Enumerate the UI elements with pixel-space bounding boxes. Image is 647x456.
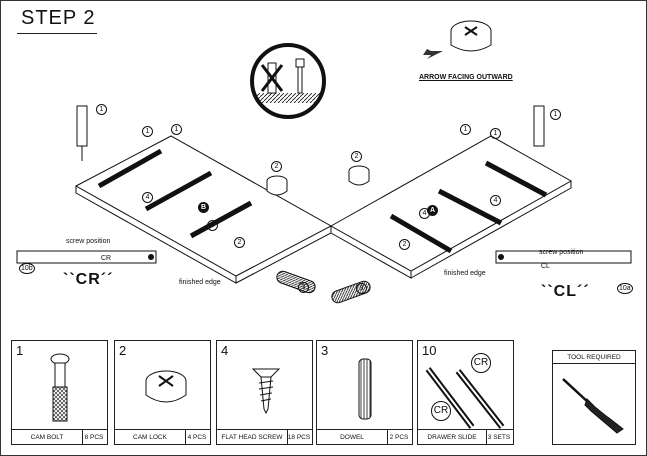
finished-edge-left: finished edge [179,279,221,286]
part-name: CAM BOLT [12,430,83,444]
part-dowel: 3 DOWEL 2 PCS [316,340,413,445]
part-qty: 1 [16,343,24,358]
callout-left-4a: 4 [142,192,153,203]
slide-code-right: CL [541,263,550,270]
dowel-icon [358,358,372,420]
flat-head-screw-icon [251,368,281,415]
part-drawer-slide: 10 CR CR DRAWER SLIDE 3 SETS [417,340,514,445]
callout-right-1c: 1 [490,128,501,139]
part-name: CAM LOCK [115,430,186,444]
part-count: 2 PCS [389,433,409,441]
callout-left-1a: 1 [96,104,107,115]
part-cam-lock: 2 CAM LOCK 4 PCS [114,340,211,445]
part-count: 18 PCS [287,433,311,441]
tool-header: TOOL REQUIRED [553,351,635,364]
callout-right-3: 3 [356,283,367,294]
no-hammer-warning-icon [250,43,326,119]
step-title: STEP 2 [21,7,96,29]
finished-edge-right: finished edge [444,270,486,277]
slide-code-left: CR [101,255,112,262]
part-name: FLAT HEAD SCREW [217,430,288,444]
cam-lock-icon [145,370,187,403]
callout-left-2b: 2 [234,237,245,248]
part-count: 8 PCS [84,433,104,441]
callout-left-3: 3 [298,282,309,293]
callout-left-1b: 1 [142,126,153,137]
callout-right-4a: 4 [490,195,501,206]
part-flat-head-screw: 4 FLAT HEAD SCREW 18 PCS [216,340,313,445]
panel-letter-b: B [198,202,209,213]
part-count: 3 SETS [487,433,511,441]
part-qty: 10 [422,343,437,358]
cam-lock-orientation-icon [423,20,492,59]
left-panel-diagram [16,105,333,294]
drawer-slide-tag-2: CR [431,401,451,421]
part-qty: 4 [221,343,229,358]
callout-right-1b: 1 [460,124,471,135]
callout-right-2a: 2 [351,151,362,162]
slide-tag-left: 10b [19,263,35,274]
slide-tag-right: 10a [617,283,633,294]
callout-left-1c: 1 [171,124,182,135]
callout-right-1a: 1 [550,109,561,120]
cam-bolt-icon [50,353,70,422]
part-qty: 2 [119,343,127,358]
side-label-cr: ``CR´´ [63,271,114,288]
drawer-slide-tag-1: CR [471,353,491,373]
part-qty: 3 [321,343,329,358]
callout-left-4b: 4 [207,220,218,231]
arrow-note: ARROW FACING OUTWARD [419,74,513,81]
side-label-cl: ``CL´´ [541,283,590,300]
right-panel-diagram [329,105,632,304]
callout-left-2a: 2 [271,161,282,172]
step-title-underline [17,33,97,34]
screw-position-right: screw position [539,249,584,256]
drawer-slide-icon [425,367,505,429]
screw-position-left: screw position [66,238,111,245]
part-name: DRAWER SLIDE [418,430,487,444]
panel-letter-a: A [427,205,438,216]
screwdriver-icon [562,378,624,434]
part-name: DOWEL [317,430,388,444]
part-count: 4 PCS [187,433,207,441]
callout-right-2b: 2 [399,239,410,250]
tool-required-box: TOOL REQUIRED [552,350,636,445]
part-cam-bolt: 1 CAM BOLT 8 PCS [11,340,108,445]
